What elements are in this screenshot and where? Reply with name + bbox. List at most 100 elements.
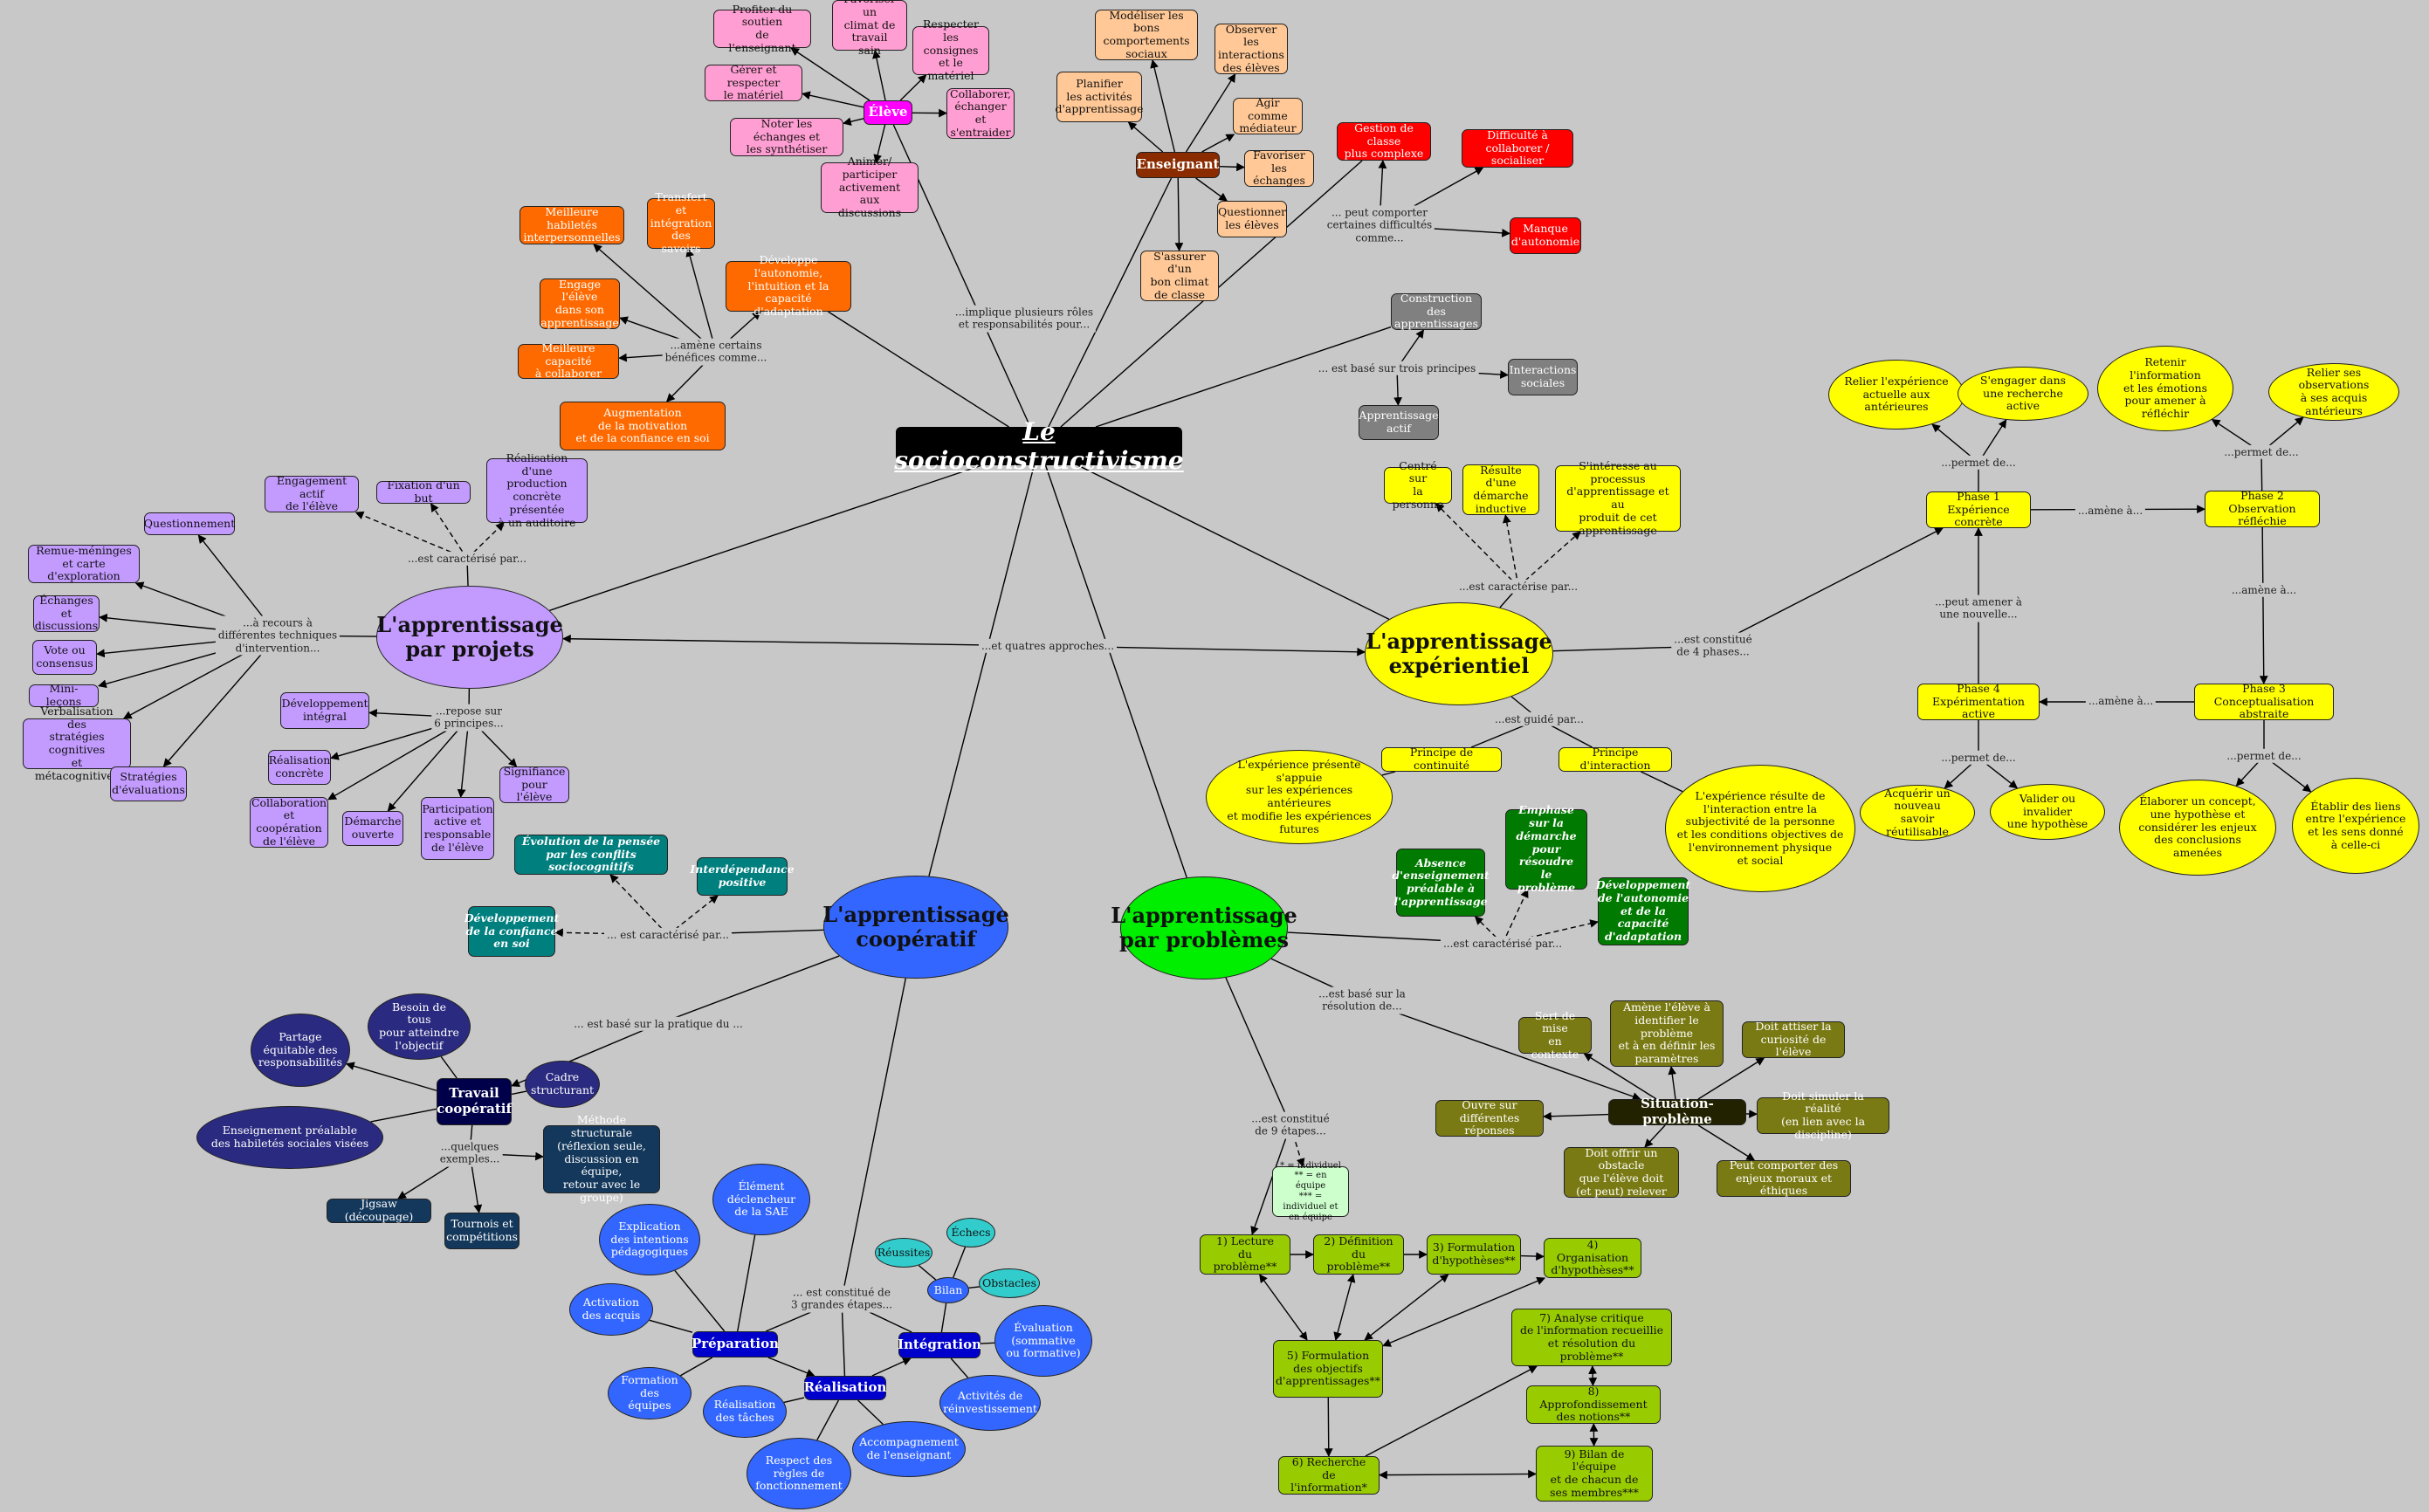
connector [980,1342,995,1344]
connector [816,1399,840,1440]
connector [841,978,906,1300]
link-label: ...implique plusieurs rôles et responsab… [952,305,1097,333]
link-label: ...repose sur 6 principes... [431,704,506,732]
node-b3: Engage l'élève dans son apprentissage [540,277,620,329]
node-integ: Intégration [898,1332,981,1358]
node-ph2: Phase 2 Observation réfléchie [2205,489,2320,527]
node-st1: 1) Lecture du problème** [1200,1234,1290,1275]
node-pc1: Principe de continuité [1381,746,1502,772]
connector [440,1055,458,1079]
connector [1324,1397,1333,1457]
link-label: ...est constitué de 4 phases... [1671,632,1755,660]
connector [1185,73,1236,153]
node-y1: Relier l'expérience actuelle aux antérie… [1828,360,1965,430]
node-n4: Agir comme médiateur [1233,96,1303,134]
node-c2: Interdépendance positive [690,857,795,896]
node-j2: Fixation d'un but [376,478,471,505]
node-ens: Enseignant [1136,152,1220,178]
node-q2: Réalisation concrète [268,750,331,785]
link-label: ...amène à... [2075,503,2146,519]
connector [1697,1124,1756,1161]
link-label: ...est guidé par... [1492,711,1586,727]
connector [1382,1276,1546,1347]
connector [918,1264,937,1281]
connector [899,74,927,101]
node-g5: Réalisation des tâches [703,1385,787,1438]
node-x2: Résulte d'une démarche inductive [1462,464,1539,515]
node-g7: Accompagnement de l'enseignant [852,1421,966,1477]
node-r3: Développement de l'autonomie et de la ca… [1596,877,1690,945]
node-y8: Établir des liens entre l'expérience et … [2292,778,2419,874]
connector [1712,527,1944,647]
node-eleve: Élève [864,100,912,125]
connector [1365,1365,1538,1457]
link-label: ...permet de... [1938,750,2019,766]
connector [1697,1057,1765,1100]
connector [928,464,1036,876]
connector [1150,59,1176,153]
connector [549,464,982,611]
link-label: ...et quatres approches... [978,638,1118,654]
connector [1520,1252,1545,1261]
connector [1195,177,1228,202]
node-e1: Profiter du soutien de l'enseignant [713,3,811,54]
node-y7: Élaborer un concept, une hypothèse et co… [2119,780,2276,876]
connector [1641,771,1683,793]
node-s2: Amène l'élève à identifier le problème e… [1610,1000,1724,1067]
connector [1225,977,1291,1126]
connector [354,511,468,560]
connector [950,1357,969,1378]
node-st7: 7) Analyse critique de l'information rec… [1511,1309,1672,1366]
link-label: ...amène à... [2228,582,2300,598]
node-tc: Travail coopératif [437,1078,512,1125]
link-label: ...permet de... [2221,444,2302,460]
connector [1201,134,1235,153]
connector [857,1399,884,1426]
node-pe2: L'expérience résulte de l'interaction en… [1665,765,1855,892]
node-g9: Évaluation (sommative ou formative) [994,1305,1092,1377]
node-g1: Élément déclencheur de la SAE [712,1164,810,1235]
node-g6: Respect des règles de fonctionnement [747,1438,851,1509]
connector [871,1357,912,1377]
node-h2: Échecs [946,1218,995,1247]
node-t5: Mini-leçons [29,682,99,708]
node-k2: Besoin de tous pour atteindre l'objectif [368,993,471,1060]
connector [1077,464,1390,621]
connector [1381,771,1396,776]
link-label: ...est constitué de 9 étapes... [1249,1111,1332,1139]
connector [1259,1274,1308,1341]
node-q6: Signifiance pour l'élève [499,765,569,803]
node-y5: Acquérir un nouveau savoir réutilisable [1860,785,1975,841]
connector [680,1357,713,1377]
node-ph1: Phase 1 Expérience concrète [1926,490,2031,528]
connector [872,50,886,101]
link-label: ...peut amener à une nouvelle... [1932,594,2025,622]
node-sp: Situation-problème [1608,1096,1746,1127]
connector [1048,177,1173,428]
link-label: ...amène à... [2085,693,2157,709]
node-g3: Activation des acquis [569,1283,653,1336]
connector [968,1286,981,1289]
node-exper: L'apprentissage expérientiel [1365,602,1553,705]
connector [953,1247,967,1278]
connector [1583,1053,1657,1100]
connector [657,955,840,1025]
node-title: Le socioconstructivisme [894,416,1184,475]
connector [685,248,717,353]
connector [1095,326,1392,428]
connector [370,1108,437,1123]
connector [511,1090,527,1096]
node-t3: Échanges et discussions [33,593,100,633]
node-y2: S'engager dans une recherche active [1958,367,2088,421]
link-label: ...est caractérisé par... [1440,936,1565,952]
node-projets: L'apprentissage par projets [376,586,563,689]
connector [873,124,886,163]
link-label: ... est basé sur la pratique du ... [571,1016,746,1032]
connector [1044,464,1187,878]
node-t2: Remue-méninges et carte d'exploration [28,544,140,583]
node-b2: Transfert et intégration des savoirs [647,190,715,255]
node-b1: Meilleure habiletés interpersonnelles [520,205,624,244]
connector [783,1397,805,1404]
node-st4: 4) Organisation d'hypothèses** [1544,1238,1641,1278]
